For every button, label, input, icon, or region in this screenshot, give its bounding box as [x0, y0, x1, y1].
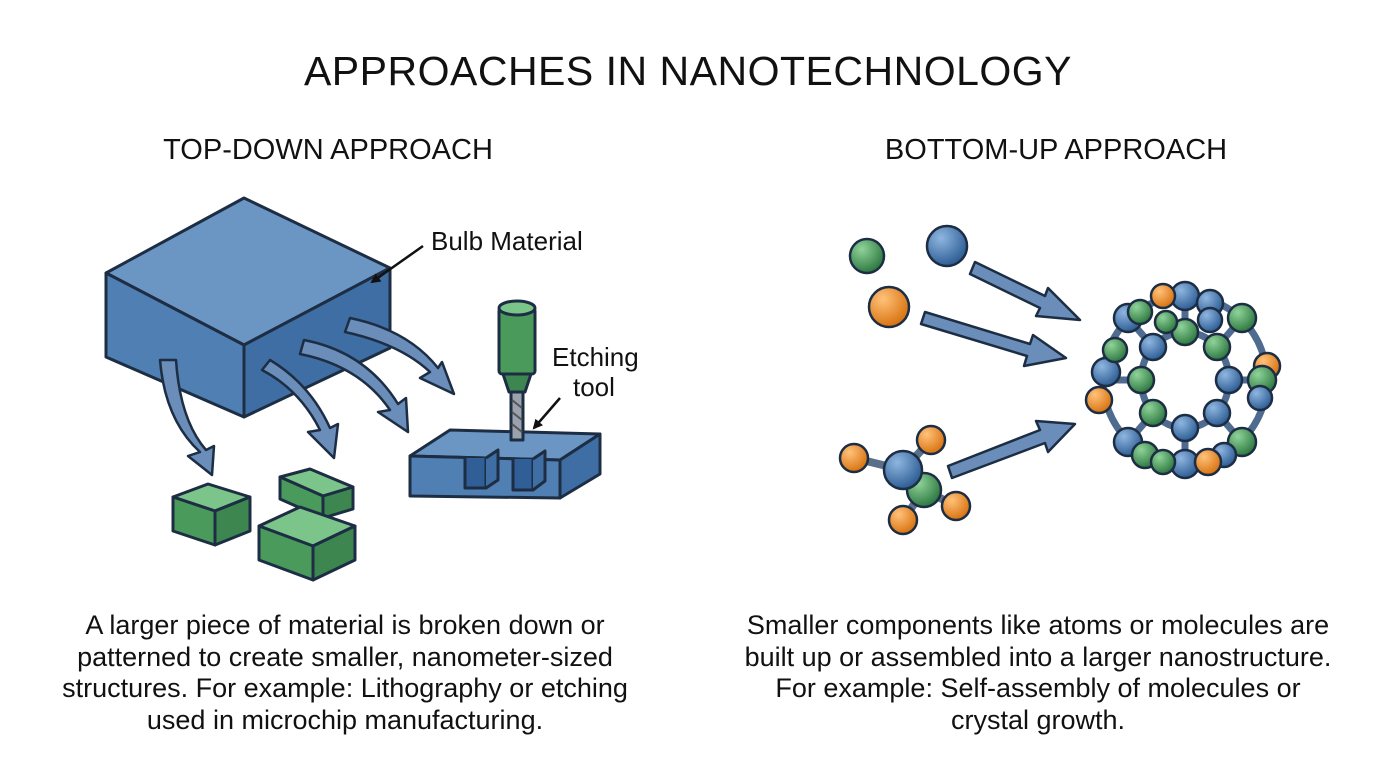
etched-block	[408, 428, 602, 500]
bulk-material-label: Bulb Material	[431, 226, 583, 256]
tool-label-pointer	[532, 397, 561, 430]
nanostructure	[1084, 280, 1282, 480]
etching-tool-label-line2: tool	[573, 372, 615, 402]
assembly-arrows	[919, 260, 1082, 480]
bulk-label-pointer	[370, 244, 424, 284]
small-cubes	[171, 467, 357, 582]
diagram-title: APPROACHES IN NANOTECHNOLOGY	[303, 48, 1073, 94]
small-molecule	[838, 424, 972, 536]
free-atoms	[848, 224, 969, 329]
etching-tool	[497, 299, 537, 442]
bottom-up-heading: BOTTOM-UP APPROACH	[884, 134, 1228, 166]
top-down-heading: TOP-DOWN APPROACH	[163, 134, 493, 166]
bottom-up-description: Smaller components like atoms or molecul…	[744, 610, 1332, 735]
breakdown-arrows	[158, 316, 456, 477]
bulk-material-block	[104, 196, 392, 419]
top-down-description: A larger piece of material is broken dow…	[62, 610, 628, 735]
etching-tool-label-line1: Etching	[552, 342, 639, 372]
